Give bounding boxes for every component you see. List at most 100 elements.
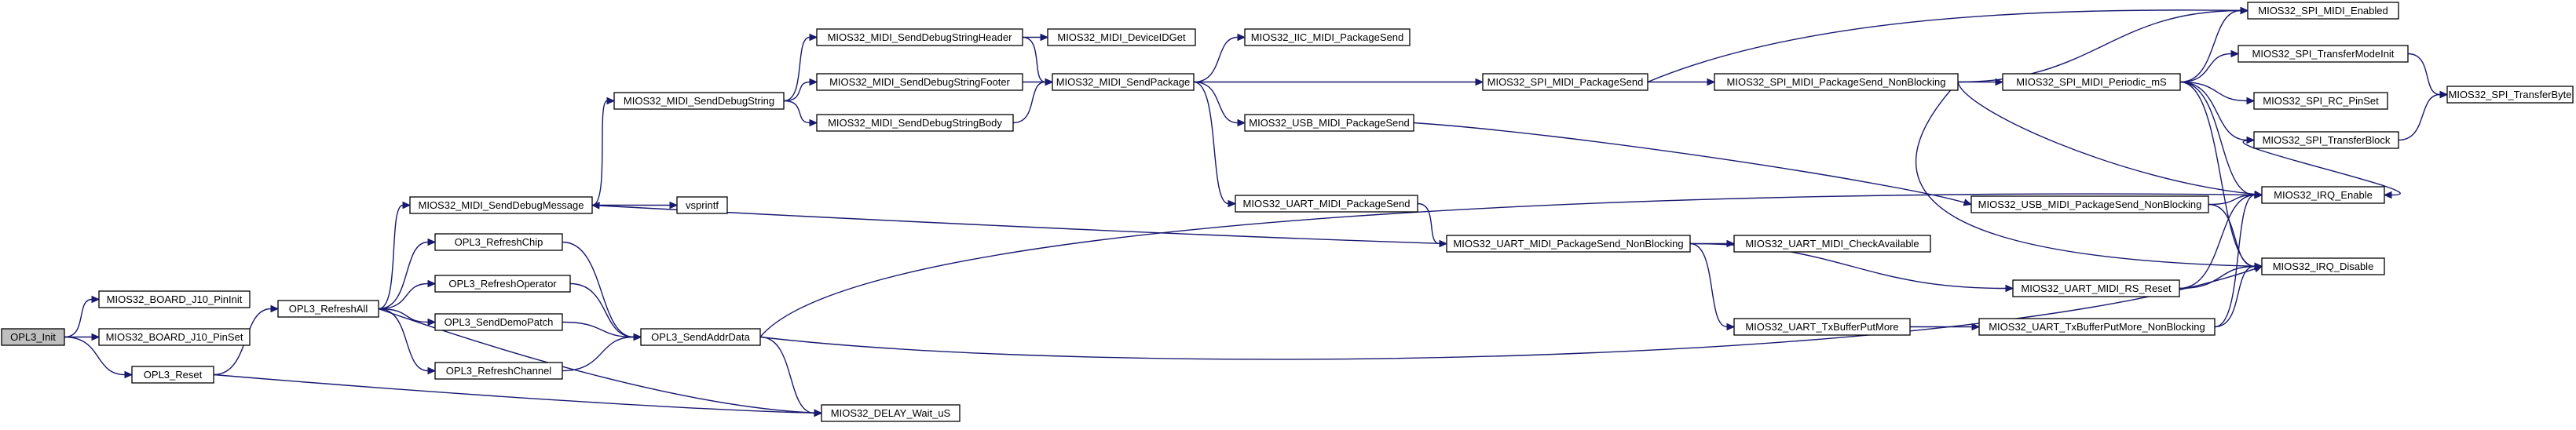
node-box[interactable] bbox=[1970, 195, 2209, 213]
node-box[interactable] bbox=[816, 114, 1014, 132]
node-box[interactable] bbox=[2247, 2, 2399, 20]
node-box[interactable] bbox=[1244, 114, 1414, 132]
node-box[interactable] bbox=[1244, 28, 1411, 46]
node-midi_senddebugstring[interactable]: MIOS32_MIDI_SendDebugString bbox=[613, 92, 785, 110]
arrowhead-spi_midi_periodic_ms-to-spi_midi_enabled bbox=[2240, 6, 2249, 15]
arrowhead-midi_sendpackage-to-usb_midi_packagesend bbox=[1237, 118, 1246, 127]
node-opl3_init[interactable]: OPL3_Init bbox=[1, 328, 65, 346]
node-label: MIOS32_USB_MIDI_PackageSend_NonBlocking bbox=[1978, 199, 2202, 210]
node-box[interactable] bbox=[1733, 235, 1931, 253]
node-iic_midi_packagesend[interactable]: MIOS32_IIC_MIDI_PackageSend bbox=[1244, 28, 1411, 46]
node-uart_txbufferputmore[interactable]: MIOS32_UART_TxBufferPutMore bbox=[1733, 318, 1911, 336]
node-box[interactable] bbox=[640, 328, 761, 346]
edge-spi_midi_packagesend_nb-to-irq_disable bbox=[1915, 82, 2256, 267]
arrowhead-opl3_reset-to-opl3_refreshall bbox=[270, 304, 280, 313]
node-opl3_refreshchip[interactable]: OPL3_RefreshChip bbox=[434, 233, 563, 251]
node-midi_sendpackage[interactable]: MIOS32_MIDI_SendPackage bbox=[1052, 73, 1195, 91]
node-spi_midi_periodic_ms[interactable]: MIOS32_SPI_MIDI_Periodic_mS bbox=[2002, 73, 2181, 91]
node-spi_rc_pinset[interactable]: MIOS32_SPI_RC_PinSet bbox=[2253, 92, 2388, 110]
node-opl3_senddemopatch[interactable]: OPL3_SendDemoPatch bbox=[434, 313, 563, 331]
edge-midi_sendpackage-to-usb_midi_packagesend bbox=[1193, 81, 1239, 124]
node-box[interactable] bbox=[1978, 318, 2216, 336]
edge-uart_midi_packagesend_nb-to-uart_txbufferputmore bbox=[1689, 242, 1728, 328]
node-box[interactable] bbox=[613, 92, 785, 110]
node-uart_midi_checkavailable[interactable]: MIOS32_UART_MIDI_CheckAvailable bbox=[1733, 235, 1931, 253]
node-usb_midi_packagesend_nb[interactable]: MIOS32_USB_MIDI_PackageSend_NonBlocking bbox=[1970, 195, 2209, 213]
node-uart_midi_rs_reset[interactable]: MIOS32_UART_MIDI_RS_Reset bbox=[2012, 279, 2180, 297]
node-uart_midi_packagesend[interactable]: MIOS32_UART_MIDI_PackageSend bbox=[1235, 195, 1418, 213]
node-uart_txbufferputmore_nb[interactable]: MIOS32_UART_TxBufferPutMore_NonBlocking bbox=[1978, 318, 2216, 336]
edge-spi_transfermodeinit-to-spi_transferbyte bbox=[2407, 53, 2441, 96]
node-box[interactable] bbox=[2012, 279, 2180, 297]
node-board_j10_pinset[interactable]: MIOS32_BOARD_J10_PinSet bbox=[98, 328, 251, 346]
node-opl3_sendaddrdata[interactable]: OPL3_SendAddrData bbox=[640, 328, 761, 346]
node-uart_midi_packagesend_nb[interactable]: MIOS32_UART_MIDI_PackageSend_NonBlocking bbox=[1446, 235, 1691, 253]
node-box[interactable] bbox=[434, 233, 563, 251]
node-midi_deviceidget[interactable]: MIOS32_MIDI_DeviceIDGet bbox=[1047, 28, 1196, 46]
node-box[interactable] bbox=[409, 196, 593, 214]
node-usb_midi_packagesend[interactable]: MIOS32_USB_MIDI_PackageSend bbox=[1244, 114, 1414, 132]
node-irq_disable[interactable]: MIOS32_IRQ_Disable bbox=[2261, 257, 2385, 275]
node-box[interactable] bbox=[98, 290, 251, 308]
node-opl3_reset[interactable]: OPL3_Reset bbox=[131, 366, 214, 384]
node-box[interactable] bbox=[816, 73, 1023, 91]
node-box[interactable] bbox=[1714, 73, 1959, 91]
node-label: MIOS32_IRQ_Enable bbox=[2274, 189, 2373, 201]
node-label: MIOS32_BOARD_J10_PinInit bbox=[107, 293, 243, 305]
node-box[interactable] bbox=[434, 275, 571, 293]
node-box[interactable] bbox=[1047, 28, 1196, 46]
arrowhead-opl3_refreshall-to-opl3_refreshchip bbox=[427, 238, 437, 246]
node-spi_transfermodeinit[interactable]: MIOS32_SPI_TransferModeInit bbox=[2238, 45, 2409, 63]
node-midi_senddebugstringbody[interactable]: MIOS32_MIDI_SendDebugStringBody bbox=[816, 114, 1014, 132]
node-label: MIOS32_IIC_MIDI_PackageSend bbox=[1251, 31, 1403, 43]
node-vsprintf[interactable]: vsprintf bbox=[676, 196, 728, 214]
node-spi_transferbyte[interactable]: MIOS32_SPI_TransferByte bbox=[2446, 86, 2574, 104]
arrowhead-spi_midi_packagesend-to-spi_midi_packagesend_nb bbox=[1707, 78, 1716, 86]
node-opl3_refreshall[interactable]: OPL3_RefreshAll bbox=[277, 300, 379, 318]
node-label: MIOS32_UART_MIDI_CheckAvailable bbox=[1745, 238, 1919, 250]
node-label: MIOS32_BOARD_J10_PinSet bbox=[106, 331, 243, 343]
node-box[interactable] bbox=[2261, 186, 2385, 204]
node-box[interactable] bbox=[1733, 318, 1911, 336]
node-box[interactable] bbox=[816, 28, 1023, 46]
node-spi_transferblock[interactable]: MIOS32_SPI_TransferBlock bbox=[2253, 131, 2399, 149]
node-label: MIOS32_SPI_TransferBlock bbox=[2263, 134, 2391, 146]
node-box[interactable] bbox=[1446, 235, 1691, 253]
node-midi_senddebugstringheader[interactable]: MIOS32_MIDI_SendDebugStringHeader bbox=[816, 28, 1023, 46]
node-opl3_refreshoperator[interactable]: OPL3_RefreshOperator bbox=[434, 275, 571, 293]
call-graph-nodes: OPL3_InitMIOS32_BOARD_J10_PinInitMIOS32_… bbox=[1, 2, 2574, 422]
node-box[interactable] bbox=[1, 328, 65, 346]
arrowhead-uart_midi_packagesend_nb-to-uart_midi_checkavailable bbox=[1726, 239, 1736, 248]
node-irq_enable[interactable]: MIOS32_IRQ_Enable bbox=[2261, 186, 2385, 204]
node-box[interactable] bbox=[821, 404, 961, 422]
node-box[interactable] bbox=[2002, 73, 2181, 91]
edge-spi_midi_periodic_ms-to-irq_enable bbox=[2179, 81, 2256, 196]
node-box[interactable] bbox=[1052, 73, 1195, 91]
node-box[interactable] bbox=[2253, 131, 2399, 149]
node-box[interactable] bbox=[1482, 73, 1648, 91]
node-box[interactable] bbox=[98, 328, 251, 346]
node-opl3_refreshchannel[interactable]: OPL3_RefreshChannel bbox=[434, 362, 563, 380]
node-box[interactable] bbox=[2238, 45, 2409, 63]
arrowhead-opl3_sendaddrdata-to-delay_wait_us bbox=[814, 409, 823, 417]
node-delay_wait_us[interactable]: MIOS32_DELAY_Wait_uS bbox=[821, 404, 961, 422]
node-box[interactable] bbox=[676, 196, 728, 214]
node-spi_midi_packagesend[interactable]: MIOS32_SPI_MIDI_PackageSend bbox=[1482, 73, 1648, 91]
node-spi_midi_packagesend_nb[interactable]: MIOS32_SPI_MIDI_PackageSend_NonBlocking bbox=[1714, 73, 1959, 91]
node-spi_midi_enabled[interactable]: MIOS32_SPI_MIDI_Enabled bbox=[2247, 2, 2399, 20]
node-box[interactable] bbox=[434, 313, 563, 331]
arrowhead-opl3_refreshall-to-opl3_refreshoperator bbox=[427, 279, 437, 288]
node-box[interactable] bbox=[434, 362, 563, 380]
node-label: MIOS32_SPI_MIDI_PackageSend_NonBlocking bbox=[1727, 76, 1946, 88]
node-box[interactable] bbox=[2253, 92, 2388, 110]
node-box[interactable] bbox=[1235, 195, 1418, 213]
node-midi_senddebugmessage[interactable]: MIOS32_MIDI_SendDebugMessage bbox=[409, 196, 593, 214]
node-label: MIOS32_SPI_MIDI_Enabled bbox=[2258, 5, 2388, 16]
node-box[interactable] bbox=[2446, 86, 2574, 104]
arrowhead-opl3_refreshchannel-to-opl3_sendaddrdata bbox=[633, 333, 642, 341]
node-box[interactable] bbox=[2261, 257, 2385, 275]
node-board_j10_pininit[interactable]: MIOS32_BOARD_J10_PinInit bbox=[98, 290, 251, 308]
node-box[interactable] bbox=[131, 366, 214, 384]
node-box[interactable] bbox=[277, 300, 379, 318]
node-midi_senddebugstringfooter[interactable]: MIOS32_MIDI_SendDebugStringFooter bbox=[816, 73, 1023, 91]
